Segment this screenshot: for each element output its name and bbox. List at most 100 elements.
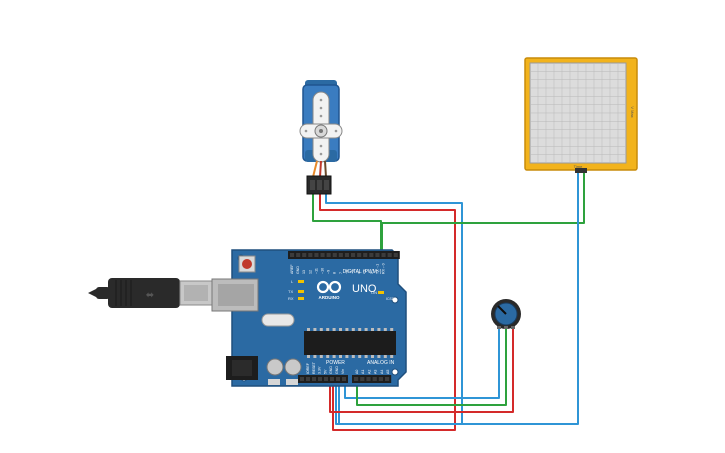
digital-pin[interactable]	[302, 253, 307, 257]
power-pin[interactable]	[318, 377, 322, 381]
digital-pin-label: 12	[308, 270, 312, 274]
arduino-wordmark: ARDUINO	[319, 295, 340, 300]
analog-pin-label: A4	[380, 370, 384, 374]
analog-pin-label: A0	[355, 370, 359, 374]
led-l	[298, 280, 304, 283]
digital-pin[interactable]	[393, 253, 398, 257]
pot-ground-wire[interactable]	[344, 327, 500, 399]
pot-power-wire[interactable]	[329, 327, 514, 413]
digital-pin-label: ~11	[314, 268, 318, 274]
signal-plotter[interactable]: Time V Max	[524, 57, 638, 173]
power-pin-label: 3.3V	[318, 366, 322, 374]
digital-pin[interactable]	[344, 253, 349, 257]
servo-shaft-center	[319, 129, 323, 133]
digital-pin[interactable]	[338, 253, 343, 257]
power-pin[interactable]	[324, 377, 328, 381]
digital-pin[interactable]	[381, 253, 386, 257]
power-pin-label: Vin	[341, 369, 345, 374]
led-rx	[298, 297, 304, 300]
digital-pin[interactable]	[375, 253, 380, 257]
capacitor-1	[266, 358, 284, 376]
digital-pin-label: 8	[333, 272, 337, 274]
digital-pin[interactable]	[363, 253, 368, 257]
digital-pin[interactable]	[290, 253, 295, 257]
plotter-pin-2[interactable]	[581, 168, 587, 173]
digital-pin[interactable]	[326, 253, 331, 257]
crystal-oscillator	[261, 313, 295, 327]
power-pin-label: IOREF	[306, 362, 310, 374]
plotter-pin-1[interactable]	[575, 168, 581, 173]
pot-indicator	[497, 305, 507, 315]
power-pin-label: 5V	[323, 369, 327, 374]
digital-pin[interactable]	[387, 253, 392, 257]
servo-horn-holes	[304, 98, 338, 156]
power-pin[interactable]	[342, 377, 346, 381]
digital-pin[interactable]	[308, 253, 313, 257]
arduino-logo	[316, 280, 342, 294]
icsp-label: ICSP	[386, 297, 395, 301]
power-pin[interactable]	[306, 377, 310, 381]
digital-pin-label: ~3	[363, 270, 367, 274]
analog-pin[interactable]	[378, 377, 383, 381]
digital-pin[interactable]	[351, 253, 356, 257]
reset-button[interactable]	[242, 259, 252, 269]
led-tx	[298, 290, 304, 293]
digital-pin-label: 7	[339, 272, 343, 274]
capacitor-2	[284, 358, 302, 376]
power-section-label: POWER	[326, 360, 345, 366]
plotter-signal-wire[interactable]	[381, 172, 585, 255]
led-on	[378, 291, 384, 294]
led-rx-label: RX	[288, 296, 294, 301]
digital-pin-label: 2	[369, 272, 373, 274]
digital-pin-label: ~10	[321, 268, 325, 274]
digital-pin[interactable]	[320, 253, 325, 257]
digital-pin-label: 4	[357, 272, 361, 274]
usb-cable[interactable]: ⬌	[88, 278, 213, 308]
power-pin[interactable]	[312, 377, 316, 381]
digital-pin-label: TX→1	[375, 264, 379, 274]
plotter-ground-wire[interactable]	[335, 172, 579, 425]
digital-pin-label: ~5	[351, 270, 355, 274]
usb-symbol-icon: ⬌	[146, 290, 154, 301]
analog-pin[interactable]	[385, 377, 390, 381]
digital-pin[interactable]	[357, 253, 362, 257]
analog-pin[interactable]	[360, 377, 365, 381]
potentiometer[interactable]	[491, 299, 521, 329]
digital-pin[interactable]	[369, 253, 374, 257]
digital-pin[interactable]	[296, 253, 301, 257]
digital-pin[interactable]	[332, 253, 337, 257]
digital-pin-label: ~9	[327, 270, 331, 274]
wires	[312, 172, 585, 431]
analog-pin[interactable]	[372, 377, 377, 381]
digital-pin-label: RX←0	[382, 263, 386, 274]
plotter-side-label: V Max	[630, 106, 635, 117]
power-pin[interactable]	[336, 377, 340, 381]
digital-pin-label: 13	[302, 270, 306, 274]
analog-pin-label: A5	[386, 370, 390, 374]
digital-pin-label: ~6	[345, 270, 349, 274]
servo-ground-wire[interactable]	[325, 193, 463, 425]
analog-section-label: ANALOG IN	[367, 360, 395, 366]
analog-pin[interactable]	[366, 377, 371, 381]
digital-header-label: DIGITAL (PWM~)	[343, 269, 382, 275]
power-pin-label: RESET	[312, 361, 316, 374]
digital-pin-label: AREF	[290, 264, 294, 274]
power-pin[interactable]	[300, 377, 304, 381]
power-pin[interactable]	[330, 377, 334, 381]
analog-pin[interactable]	[354, 377, 359, 381]
servo-power-wire[interactable]	[319, 193, 456, 431]
pot-wiper-wire[interactable]	[356, 327, 507, 406]
servo-motor[interactable]	[299, 80, 343, 195]
power-pin-label: GND	[329, 366, 333, 374]
atmega-chip	[304, 331, 396, 355]
digital-header	[288, 251, 400, 259]
led-tx-label: TX	[288, 289, 293, 294]
digital-pin[interactable]	[314, 253, 319, 257]
analog-header	[352, 375, 392, 383]
power-pin-label: GND	[335, 366, 339, 374]
plotter-grid	[530, 63, 626, 163]
